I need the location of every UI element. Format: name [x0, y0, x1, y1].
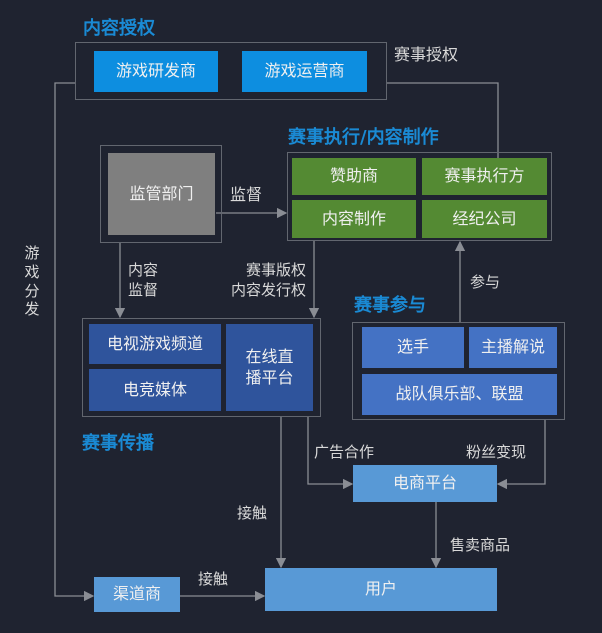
- node-regulator: 监管部门: [108, 153, 215, 235]
- edge-ad-coop: [307, 417, 354, 490]
- label-contact-1: 接触: [237, 504, 268, 522]
- node-event-executor: 赛事执行方: [422, 158, 547, 195]
- node-ecommerce: 电商平台: [353, 465, 497, 502]
- section-title-content-license: 内容授权: [83, 18, 155, 39]
- regulator-group: [100, 145, 222, 243]
- node-channel: 渠道商: [94, 577, 180, 612]
- label-fan-monetize: 粉丝变现: [466, 443, 527, 461]
- node-esports-media: 电竞媒体: [89, 369, 221, 411]
- participation-group: [352, 322, 565, 420]
- section-title-event-exec: 赛事执行/内容制作: [288, 127, 439, 148]
- label-supervise: 监督: [230, 185, 263, 204]
- label-event-license: 赛事授权: [394, 45, 459, 64]
- node-streamer: 主播解说: [469, 327, 557, 368]
- section-title-participation: 赛事参与: [354, 295, 426, 316]
- section-title-broadcast: 赛事传播: [82, 433, 154, 454]
- node-content-production: 内容制作: [292, 200, 416, 238]
- label-sell-goods: 售卖商品: [450, 536, 511, 554]
- label-contact-2: 接触: [198, 570, 229, 588]
- edge-game-distribution: [54, 82, 95, 602]
- node-sponsor: 赞助商: [292, 158, 416, 195]
- node-player: 选手: [362, 327, 464, 368]
- event-exec-group: [287, 152, 552, 241]
- node-tv-channel: 电视游戏频道: [89, 324, 221, 364]
- node-game-developer: 游戏研发商: [94, 51, 218, 92]
- label-game-distribution: 游 戏 分 发: [24, 244, 40, 319]
- broadcast-group: [82, 318, 321, 417]
- node-user: 用户: [265, 568, 497, 611]
- node-game-operator: 游戏运营商: [242, 51, 367, 92]
- label-participate: 参与: [470, 273, 501, 291]
- edge-event-license: [387, 82, 504, 173]
- label-ad-coop: 广告合作: [314, 443, 375, 461]
- edge-fan-monetize: [496, 420, 546, 490]
- label-rights: 赛事版权 内容发行权: [230, 261, 306, 300]
- node-live-platform: 在线直播平台: [226, 324, 313, 411]
- label-content-supervise: 内容 监督: [128, 261, 159, 300]
- node-clubs-leagues: 战队俱乐部、联盟: [362, 374, 557, 415]
- node-agency: 经纪公司: [422, 200, 547, 238]
- content-license-group: [75, 42, 387, 100]
